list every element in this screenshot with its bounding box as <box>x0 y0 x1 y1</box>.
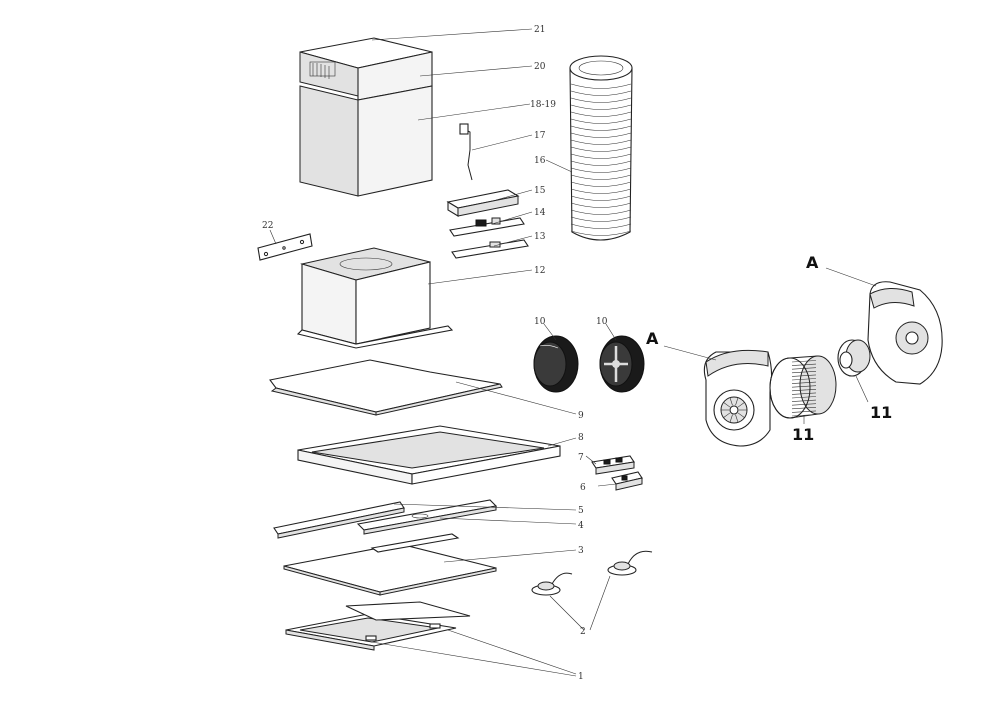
callout-6: 6 <box>580 483 586 493</box>
callout-2: 2 <box>580 627 586 637</box>
wheel-fin <box>791 407 817 410</box>
duct-rib <box>570 230 632 236</box>
duct-rib <box>570 181 632 187</box>
callout-A-left: A <box>646 329 659 348</box>
callout-9: 9 <box>578 411 584 421</box>
wheel-fin <box>791 403 817 406</box>
bottom-plate-part-3 <box>283 533 497 596</box>
side-rail-part-5 <box>273 501 405 539</box>
wheel-fin <box>791 410 817 413</box>
callout-10-left: 10 <box>534 317 546 327</box>
duct-rib <box>570 146 632 152</box>
hood-frame-part-8 <box>297 425 561 485</box>
callout-17: 17 <box>534 131 546 141</box>
callout-1: 1 <box>578 672 584 682</box>
rail-part-4 <box>356 499 498 535</box>
callout-16: 16 <box>534 156 546 166</box>
callout-18-19: 18-19 <box>530 100 556 110</box>
callout-11-wheel: 11 <box>792 425 814 444</box>
wheel-fin <box>791 378 817 381</box>
fan-spoke <box>723 412 731 418</box>
wheel-fin <box>791 374 817 377</box>
callout-3: 3 <box>578 546 584 556</box>
flexible-duct-part-16 <box>569 55 633 241</box>
lamp-part-2-left <box>531 572 573 596</box>
callout-5: 5 <box>578 506 584 516</box>
callout-4: 4 <box>578 521 584 531</box>
fan-spoke <box>735 414 739 423</box>
duct-rib <box>570 160 632 166</box>
wheel-fin <box>791 371 817 374</box>
fan-spoke <box>737 412 745 418</box>
callout-21: 21 <box>534 25 545 35</box>
callout-14: 14 <box>534 208 546 218</box>
blower-housing-right-A <box>867 281 943 385</box>
fan-spoke <box>735 397 739 406</box>
duct-rib <box>570 125 632 131</box>
duct-rib <box>570 111 632 117</box>
callout-13: 13 <box>534 232 546 242</box>
callout-7: 7 <box>578 453 584 463</box>
duct-rib <box>570 223 632 229</box>
fan-spoke <box>729 397 733 406</box>
duct-rib <box>570 202 632 208</box>
duct-rib <box>570 167 632 173</box>
leader-lines <box>269 28 877 677</box>
wheel-fin <box>791 360 817 363</box>
callout-11-motor: 11 <box>870 403 892 422</box>
circuit-board-part-13 <box>451 239 529 259</box>
callout-22: 22 <box>262 221 273 231</box>
switch-part-7 <box>591 455 635 475</box>
grease-filters-part-1 <box>285 601 471 651</box>
duct-rib <box>570 104 632 110</box>
wheel-fin <box>791 392 817 395</box>
lamp-part-2-right <box>607 550 653 576</box>
switch-part-6 <box>611 471 643 491</box>
callout-A-right: A <box>806 253 819 272</box>
callout-10-right: 10 <box>596 317 608 327</box>
duct-rib <box>570 209 632 215</box>
duct-rib <box>570 132 632 138</box>
wheel-fin <box>791 389 817 392</box>
callout-12: 12 <box>534 266 545 276</box>
fan-spoke <box>729 414 733 423</box>
wheel-fin <box>791 385 817 388</box>
wheel-fin <box>791 414 817 417</box>
wheel-fin <box>791 399 817 402</box>
motor-housing-part-12 <box>296 247 454 349</box>
callout-20: 20 <box>534 62 546 72</box>
power-cord-part-17 <box>459 123 473 181</box>
duct-rib <box>570 90 632 96</box>
blower-wheel-11-left <box>769 355 837 419</box>
carbon-filter-part-10-left <box>533 335 579 393</box>
carbon-filter-part-10-right <box>599 335 645 393</box>
wheel-fin <box>791 363 817 366</box>
lower-chimney-part-18-19 <box>299 85 433 197</box>
duct-rib <box>570 118 632 124</box>
callout-15: 15 <box>534 186 546 196</box>
control-box-part-15 <box>446 189 520 217</box>
wall-bracket-part-22 <box>257 233 313 261</box>
duct-rib <box>570 83 632 89</box>
wheel-fin <box>791 367 817 370</box>
duct-rib <box>570 139 632 145</box>
fan-spoke <box>723 402 731 408</box>
duct-rib <box>570 188 632 194</box>
duct-rib <box>570 153 632 159</box>
wheel-fin <box>791 381 817 384</box>
callout-8: 8 <box>578 433 584 443</box>
duct-rib <box>570 195 632 201</box>
blower-housing-left-A <box>703 349 773 447</box>
duct-rib <box>570 97 632 103</box>
duct-rib <box>570 174 632 180</box>
circuit-board-part-14 <box>449 217 525 237</box>
motor-11-right <box>837 339 871 377</box>
duct-rib <box>570 216 632 222</box>
fan-spoke <box>737 402 745 408</box>
upper-chimney-part-20 <box>299 37 433 101</box>
wheel-fin <box>791 396 817 399</box>
top-plate-part-9 <box>269 359 503 416</box>
